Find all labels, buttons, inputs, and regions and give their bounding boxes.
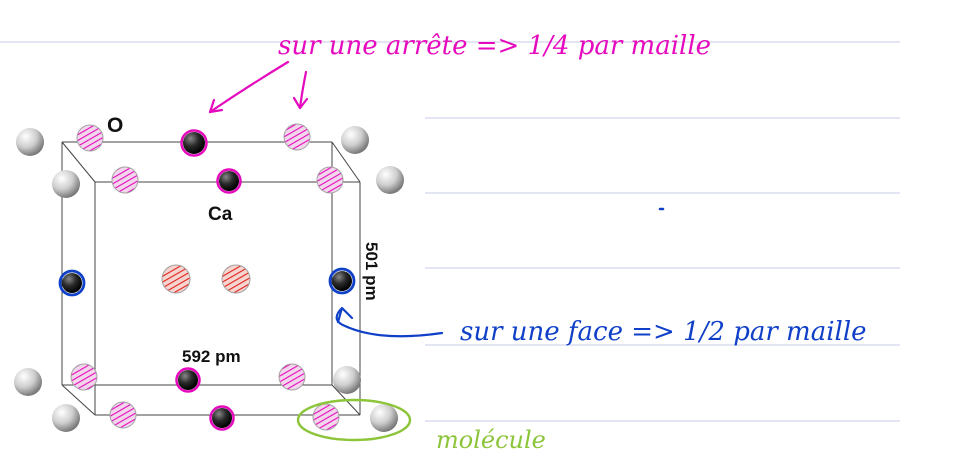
grey-atom: [16, 128, 44, 156]
height-dimension: 501 pm: [362, 242, 381, 301]
pink-arrows: [208, 60, 309, 114]
hatched-atom: [312, 403, 340, 431]
face-annotation: sur une face => 1/2 par maille: [460, 317, 867, 347]
hatched-atom: [283, 123, 311, 151]
edge-annotation: sur une arrête => 1/4 par maille: [278, 31, 711, 61]
calcium-label: Ca: [208, 204, 233, 225]
red-hatched-atom: [161, 264, 191, 294]
grey-atom: [14, 368, 42, 396]
hatched-atom: [109, 401, 137, 429]
grey-atom: [341, 126, 369, 154]
corner-atoms: [14, 126, 404, 432]
grey-atom: [376, 166, 404, 194]
hatched-atom: [278, 363, 306, 391]
hatched-atom: [76, 124, 104, 152]
hatched-atom: [111, 166, 139, 194]
unit-cell-edges: [61, 141, 361, 416]
center-hatched-atoms: [161, 264, 251, 294]
edge-hatched-atoms: [70, 123, 344, 431]
hatched-atom: [70, 363, 98, 391]
grey-atom: [370, 404, 398, 432]
width-dimension: 592 pm: [182, 347, 241, 366]
grey-atom: [52, 170, 80, 198]
hatched-atom: [316, 166, 344, 194]
ruled-lines: [0, 41, 900, 422]
molecule-circle: [296, 398, 412, 442]
dark-atoms-blue: [58, 267, 356, 297]
grey-atom: [333, 366, 361, 394]
blue-arrow: [335, 306, 444, 338]
molecule-annotation: molécule: [436, 426, 546, 454]
red-hatched-atom: [221, 264, 251, 294]
oxygen-label: O: [107, 114, 123, 137]
grey-atom: [52, 404, 80, 432]
dark-atoms-pink: [175, 129, 242, 431]
